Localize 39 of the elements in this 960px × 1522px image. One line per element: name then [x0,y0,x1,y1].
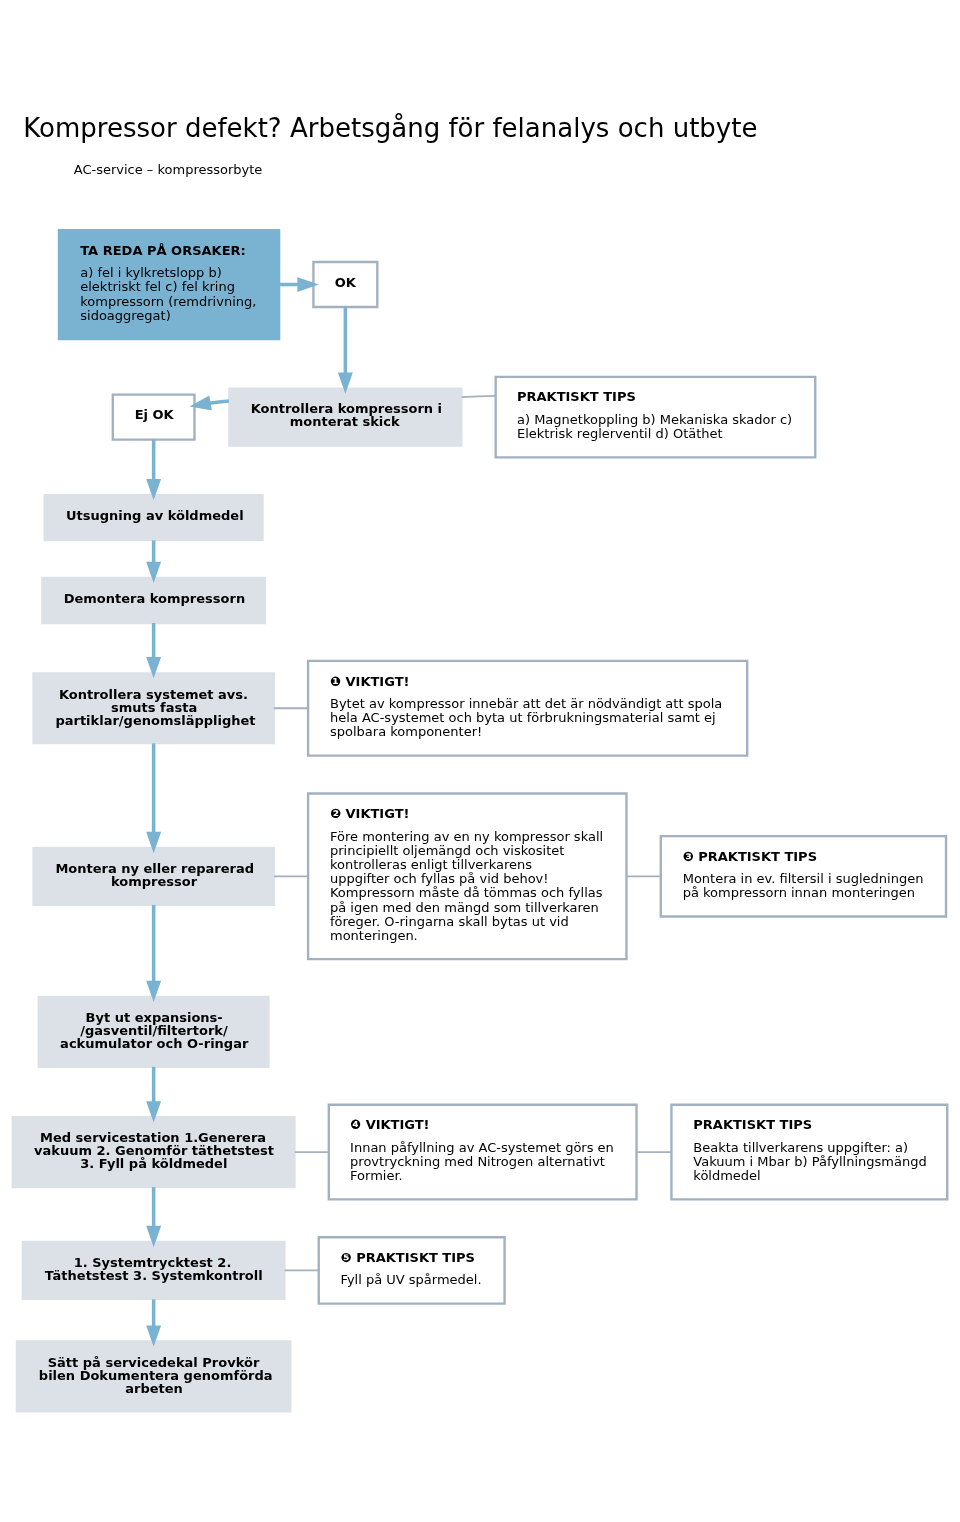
arrow [146,1298,162,1347]
node-box: OK [312,260,379,308]
node-box: Demontera kompressorn [41,576,267,624]
arrow [337,306,353,394]
connector [625,874,662,877]
arrow [146,1186,162,1247]
node-box: Kontrollera kompressorn i monterat skick [228,387,463,447]
node-box: ❷ VIKTIGT! Före montering av en ny kompressor skall principiellt oljemängd och viskositet kontrolleras enligt tillverkarens uppgifter och fyllas på vid behov! Kompressorn måste då tömmas och fyllas på igen med den mängd som tillverkaren föreger. O-ringarna skall bytas ut vid monteringen. [306,791,628,960]
connector [460,394,497,398]
connector [635,1150,672,1153]
diagram-title: Kompressor defekt? Arbetsgång för felanalys och utbyte [23,112,758,143]
node-box: ❺ PRAKTISKT TIPS Fyll på UV spårmedel. [317,1235,506,1305]
node-box: TA REDA PÅ ORSAKER: a) fel i kylkretslopp b) elektriskt fel c) fel kring kompressorn (remdrivning, sidoaggregat) [57,228,281,340]
connector [293,1150,330,1153]
arrow [146,439,162,500]
node-box: ❶ VIKTIGT! Bytet av kompressor innebär att det är nödvändigt att spola hela AC-systemet och byta ut förbrukningsmaterial samt ej spolbara komponenter! [306,659,749,757]
arrow [189,395,230,410]
label: AC-service – kompressorbyte [73,161,263,177]
node-box: Utsugning av köldmedel [43,493,264,541]
arrow [146,1066,162,1122]
arrow [146,622,162,678]
node-box: ❹ VIKTIGT! Innan påfyllning av AC-systemet görs en provtryckning med Nitrogen alternativt Formier. [327,1103,638,1201]
arrow [146,539,162,583]
node-box: Kontrollera systemet avs. smuts fasta partiklar/genomsläpplighet [32,671,275,744]
connector [283,1269,320,1271]
node-box: ❸ PRAKTISKT TIPS Montera in ev. filtersil i sugledningen på kompressorn innan monteringen [659,834,948,918]
arrow [146,904,162,1002]
node-box: Byt ut expansions-/gasventil/filtertork/ ackumulator och O-ringar [37,995,270,1068]
connector [273,874,309,877]
arrow [279,276,319,292]
node-box: Montera ny eller reparerad kompressor [32,846,275,906]
node-box: Sätt på servicedekal Provkör bilen Dokumentera genomförda arbeten [15,1339,292,1412]
node-box: Ej OK [111,392,196,441]
connector [272,706,309,709]
node-box: PRAKTISKT TIPS Beakta tillverkarens uppgifter: a) Vakuum i Mbar b) Påfyllningsmängd köldmedel [670,1103,949,1201]
node-box: Med servicestation 1.Generera vakuum 2. Genomför täthetstest 3. Fyll på köldmedel [11,1115,296,1188]
node-box: 1. Systemtrycktest 2. Täthetstest 3. Systemkontroll [21,1240,286,1300]
node-box: PRAKTISKT TIPS a) Magnetkoppling b) Mekaniska skador c) Elektrisk reglerventil d) Otäthet [494,375,817,458]
arrow [146,742,162,853]
